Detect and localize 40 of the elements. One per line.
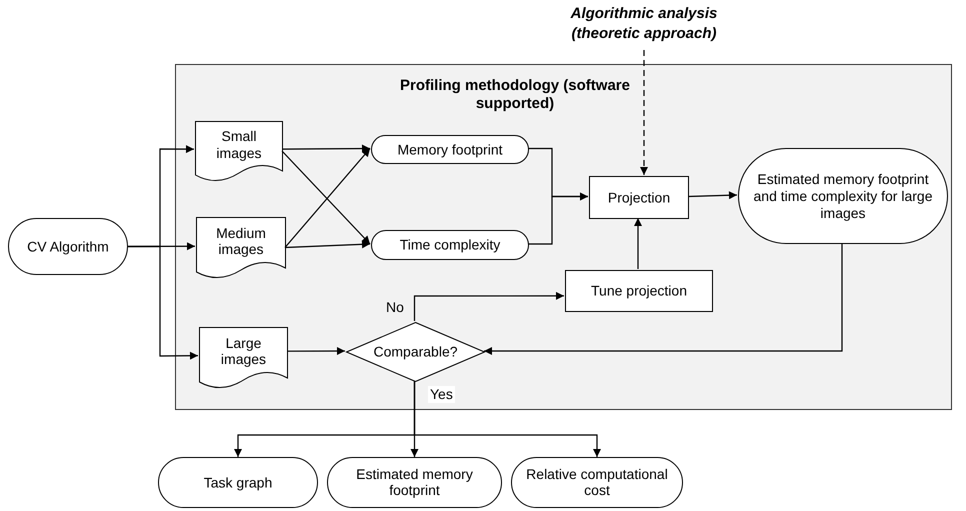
node-text: Estimated memory footprint and time complexity for large images [752,170,934,222]
node-text: Projection [606,189,672,206]
node-text: Relative computational cost [525,466,669,500]
terminator-shape [371,135,529,164]
terminator-shape [511,457,683,508]
node-text: Tune projection [590,282,688,300]
node-text: CV Algorithm [26,238,110,255]
process-box [589,176,689,219]
node-text: Time complexity [398,236,502,254]
dashed-arrow [640,50,648,175]
arrow [284,240,370,248]
arrow [128,246,198,360]
decision-diamond [346,322,485,382]
arrow [484,243,843,355]
terminator-shape [371,230,529,260]
node-text: Small images [215,128,263,162]
node-text: Medium images [215,224,267,258]
terminator-shape [738,148,948,244]
arrow [414,292,564,321]
arrow [688,191,738,200]
group-panel [175,64,952,410]
arrow [414,381,601,457]
arrow [282,144,370,153]
node-text: Comparable? [372,344,459,360]
document-shape [199,327,288,390]
node-text: Memory footprint [396,141,504,158]
terminator-shape [158,457,318,508]
edge-label: Yes [428,386,455,403]
node-text: Large images [220,334,268,368]
arrow [287,347,345,356]
document-shape [196,217,286,280]
annotation-text: Algorithmic analysis (theoretic approach) [554,4,734,50]
panel-heading: Profiling methodology (software supported) [398,77,631,113]
document-shape [195,121,283,183]
arrow [634,218,642,269]
process-box [565,270,713,312]
node-text: Estimated memory footprint [355,466,474,500]
node-text: Task graph [202,474,274,491]
arrow [528,192,588,245]
terminator-shape [327,457,502,508]
